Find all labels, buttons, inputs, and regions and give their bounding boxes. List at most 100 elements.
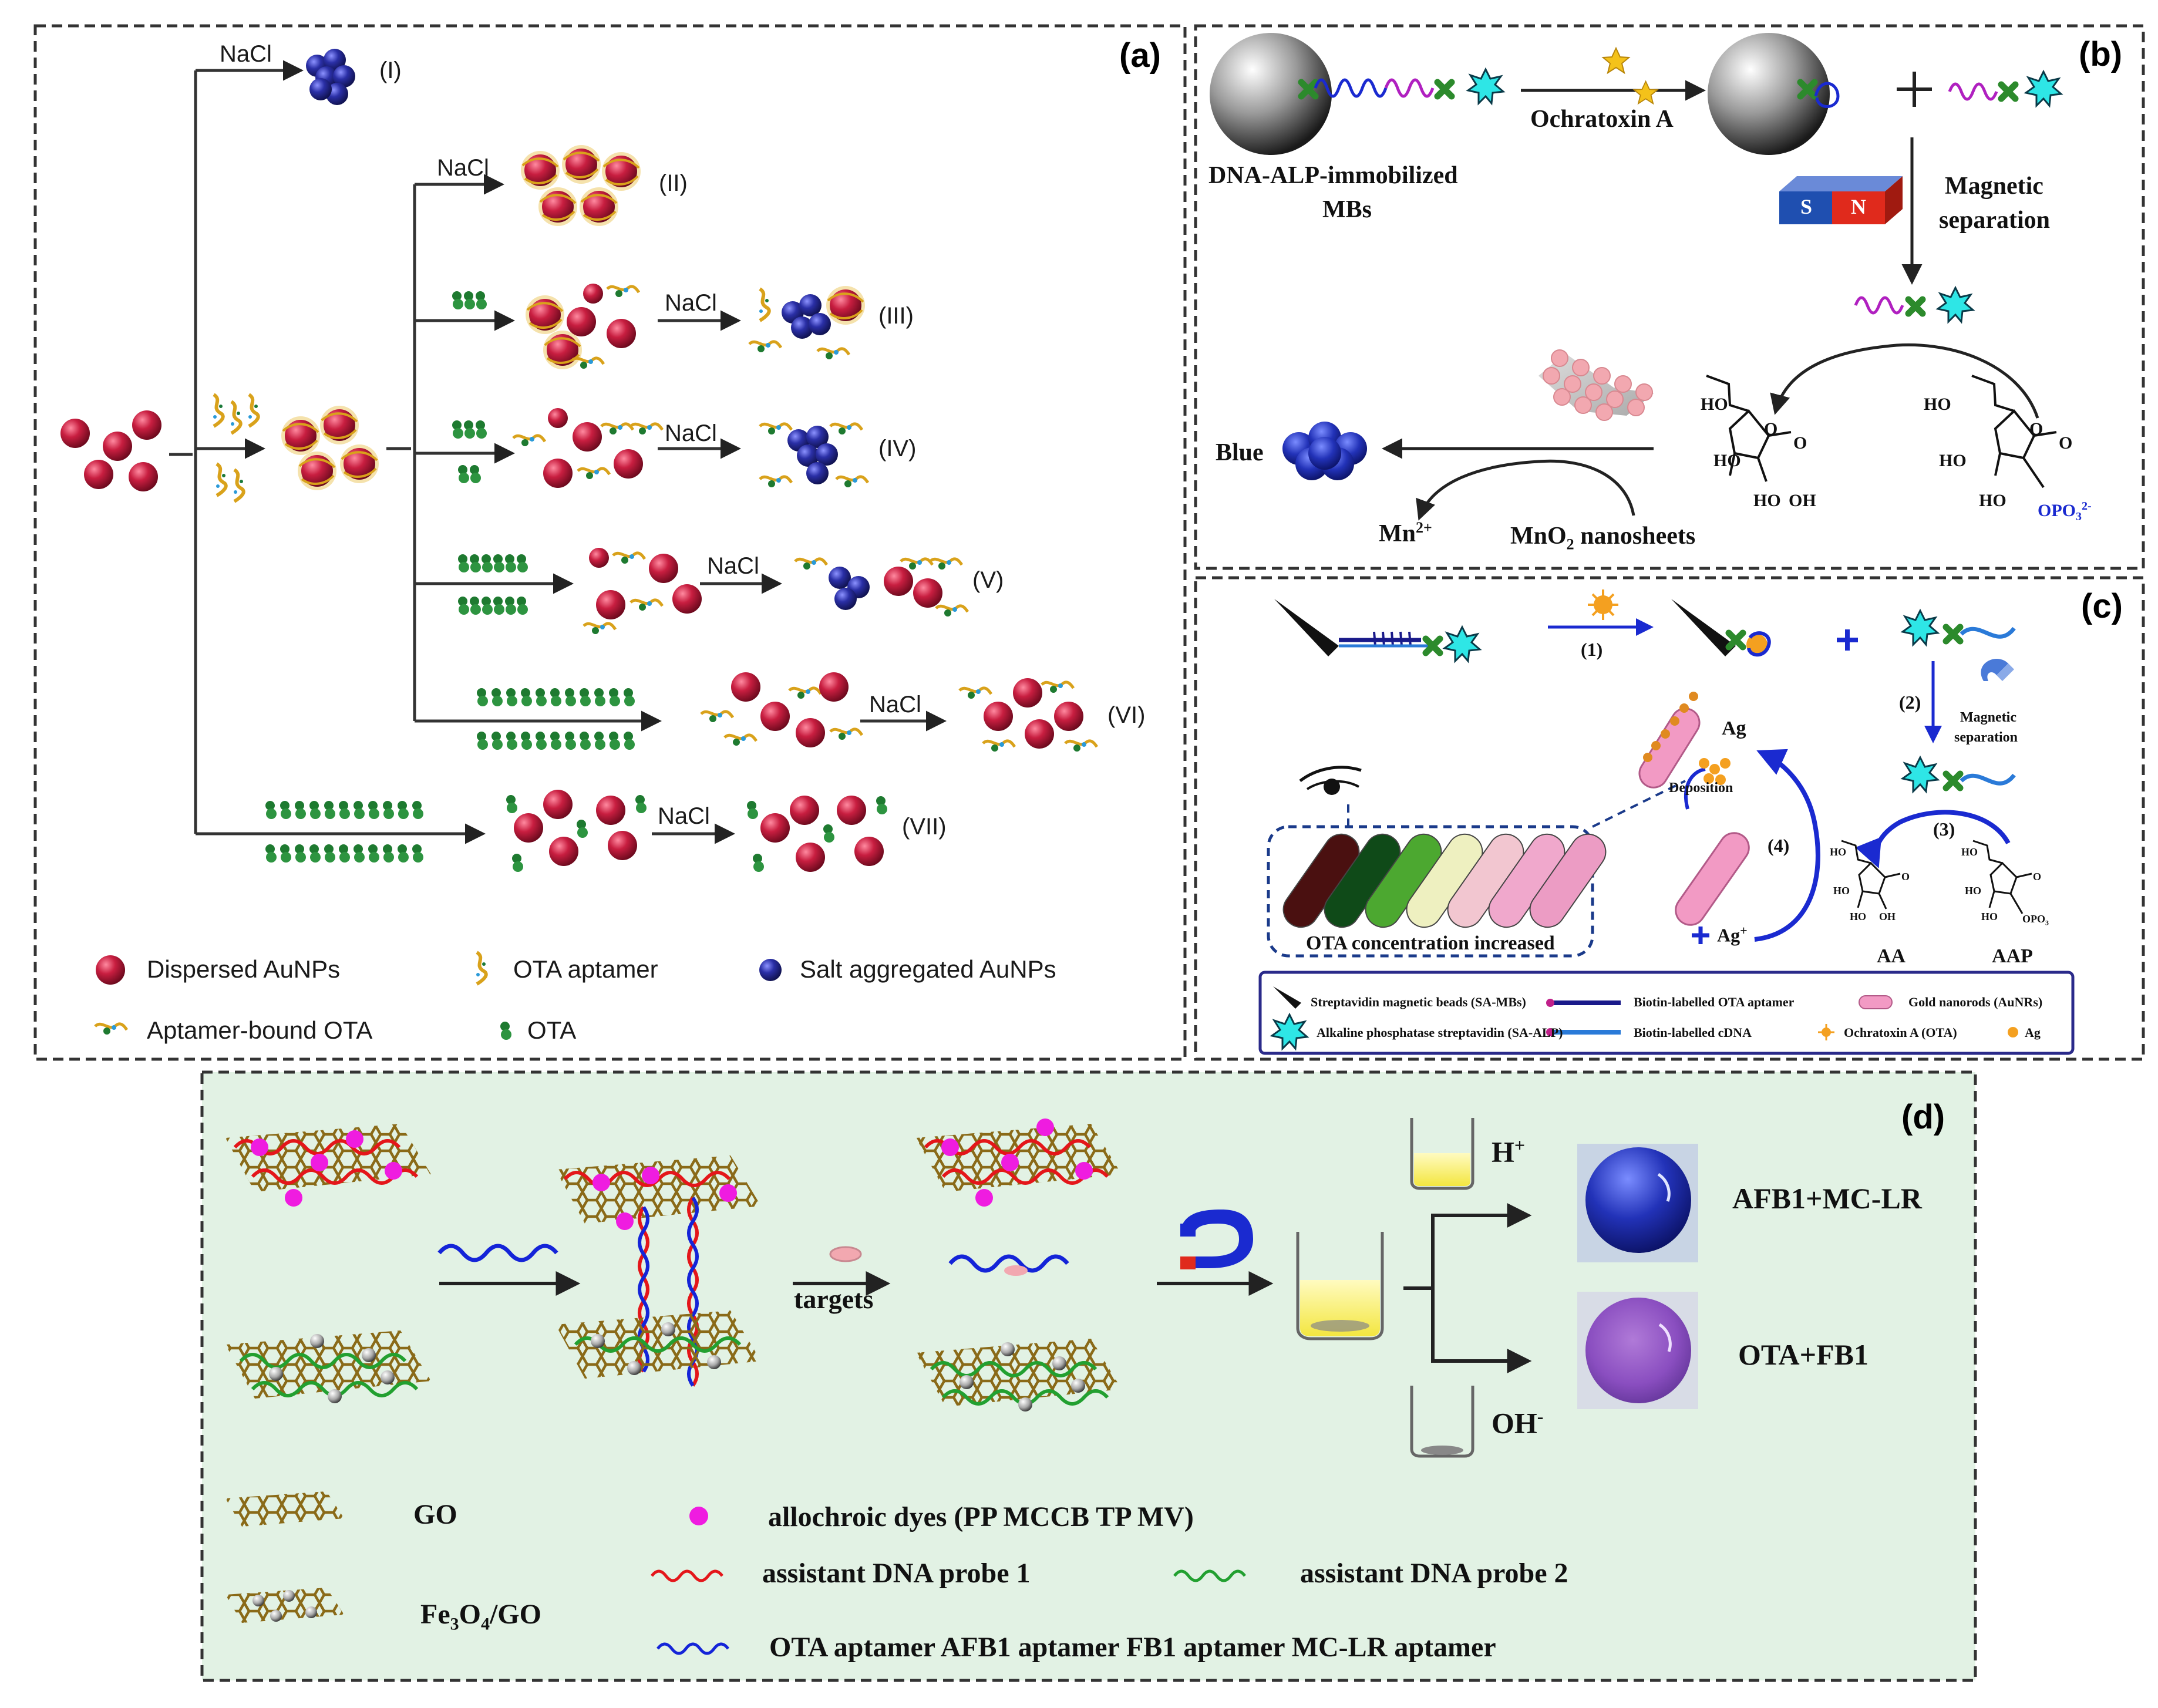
panel-d-label: (d) xyxy=(1901,1098,1945,1136)
step-1: (1) xyxy=(1581,639,1603,660)
panel-a-dispersed-aunps xyxy=(60,410,161,491)
chem-o: O xyxy=(1764,419,1778,439)
nanorod-7 xyxy=(1529,833,1607,928)
panel-d-art xyxy=(200,1070,1977,1682)
result-ota-fb1: OTA+FB1 xyxy=(1738,1338,1869,1371)
ochratoxin-label: Ochratoxin A xyxy=(1530,106,1674,133)
panel-a-art xyxy=(33,24,1187,1061)
chem-o: O xyxy=(1901,871,1910,882)
chem-ho: HO xyxy=(1979,491,2006,510)
ag-label: Ag xyxy=(1722,717,1746,739)
magnetic-separation-c-line2: separation xyxy=(1954,730,2018,745)
aa-label: AA xyxy=(1877,945,1906,967)
chem-ho: HO xyxy=(1981,911,1998,922)
panel-a-aggregate-i xyxy=(306,49,355,105)
panel-c-art xyxy=(1194,576,2145,1061)
mno2-label: MnO2 nanosheets xyxy=(1510,523,1696,553)
panel-a-label: (a) xyxy=(1119,36,1161,75)
panel-a-coated-aunps xyxy=(280,405,380,491)
nacl-label: NaCl xyxy=(658,803,710,829)
legend-salt-aggregated: Salt aggregated AuNPs xyxy=(800,955,1056,983)
legend-probe-2: assistant DNA probe 2 xyxy=(1300,1558,1568,1589)
chem-ho: HO xyxy=(1830,846,1847,858)
step-2: (2) xyxy=(1899,692,1921,713)
targets-label: targets xyxy=(794,1284,874,1314)
beaker-main xyxy=(1296,1232,1384,1340)
chem-ho: HO xyxy=(1939,451,1967,470)
deposition-label: Deposition xyxy=(1669,780,1733,796)
roman-i: (I) xyxy=(379,58,402,83)
legend-aptamer-bound-ota: Aptamer-bound OTA xyxy=(147,1016,373,1044)
sa-mb-cone-1 xyxy=(1274,599,1339,656)
aap-structure-b xyxy=(1971,375,2057,489)
blue-label: Blue xyxy=(1216,439,1264,466)
horseshoe-magnet xyxy=(1180,1210,1253,1269)
target-icon xyxy=(829,1246,862,1262)
legend-sa-mbs: Streptavidin magnetic beads (SA-MBs) xyxy=(1311,995,1526,1009)
beaker-base xyxy=(1410,1386,1474,1458)
roman-iii: (III) xyxy=(878,303,914,329)
mno2-nanosheet xyxy=(1538,349,1654,421)
magnet-icon-c xyxy=(1981,658,2014,681)
eye-icon xyxy=(1299,766,1362,795)
magnetic-separation-line2: separation xyxy=(1939,207,2050,234)
oh-minus-label: OH- xyxy=(1492,1406,1544,1440)
nacl-label: NaCl xyxy=(220,41,272,67)
photo-ota-fb1 xyxy=(1577,1292,1698,1409)
mbs-label-line2: MBs xyxy=(1322,196,1372,223)
roman-vi: (VI) xyxy=(1107,702,1146,728)
chem-ho: HO xyxy=(1701,395,1728,414)
panel-b-art xyxy=(1194,24,2145,570)
nacl-label: NaCl xyxy=(437,155,489,181)
aap-structure-c xyxy=(1972,840,2032,914)
panel-c-legend-box xyxy=(1258,971,2075,1055)
magnet-n: N xyxy=(1851,195,1866,218)
aap-label: AAP xyxy=(1992,945,2033,967)
ag-plus-label: Ag+ xyxy=(1717,923,1748,946)
roman-iv: (IV) xyxy=(878,436,917,461)
magnetic-separation-line1: Magnetic xyxy=(1945,173,2043,200)
blue-aggregate-b xyxy=(1282,422,1367,480)
chem-ho: HO xyxy=(1850,911,1867,922)
roman-vii: (VII) xyxy=(902,814,947,840)
chem-ho: HO xyxy=(1753,491,1781,510)
hybrid-complex xyxy=(556,1155,761,1387)
chem-ho: HO xyxy=(1713,451,1741,470)
panel-c-label: (c) xyxy=(2081,587,2123,625)
gold-nanorod-deposition xyxy=(1638,692,1731,789)
legend-ota-aptamer: OTA aptamer xyxy=(513,955,658,983)
nacl-label: NaCl xyxy=(707,553,759,579)
chem-oh: OH xyxy=(1879,911,1896,922)
panel-a-row-iii xyxy=(452,284,866,370)
result-afb1-mclr: AFB1+MC-LR xyxy=(1732,1182,1922,1215)
legend-probe-1: assistant DNA probe 1 xyxy=(762,1558,1031,1589)
nacl-label: NaCl xyxy=(665,290,717,316)
chem-oh: OH xyxy=(1789,491,1816,510)
chem-ho: HO xyxy=(1833,885,1850,897)
chem-opo3: OPO32- xyxy=(2038,500,2092,523)
colorimetric-rod-box xyxy=(1267,825,1594,958)
legend-allochroic-dyes: allochroic dyes (PP MCCB TP MV) xyxy=(768,1501,1194,1532)
nanorod-color-series xyxy=(1282,833,1607,928)
step-3: (3) xyxy=(1933,818,1955,840)
panel-a-cluster-ii xyxy=(520,144,642,227)
magnetic-bead-1 xyxy=(1210,33,1332,155)
roman-ii: (II) xyxy=(659,170,688,196)
ascorbic-acid-structure-b xyxy=(1706,375,1792,482)
chem-ho: HO xyxy=(1924,395,1951,414)
legend-aunrs: Gold nanorods (AuNRs) xyxy=(1908,995,2043,1009)
legend-aptamers: OTA aptamer AFB1 aptamer FB1 aptamer MC-… xyxy=(769,1632,1496,1663)
legend-ota: OTA xyxy=(527,1016,577,1044)
mn-label: Mn2+ xyxy=(1379,519,1432,547)
legend-ag: Ag xyxy=(2025,1025,2041,1040)
panel-b-label: (b) xyxy=(2079,35,2123,73)
h-plus-label: H+ xyxy=(1492,1134,1526,1168)
chem-ho: HO xyxy=(1961,846,1978,858)
roman-v: (V) xyxy=(972,567,1004,593)
legend-biotin-aptamer: Biotin-labelled OTA aptamer xyxy=(1634,995,1795,1009)
fe3o4-go-sheet-1 xyxy=(225,1330,431,1403)
legend-biotin-cdna: Biotin-labelled cDNA xyxy=(1634,1025,1752,1040)
chem-o: O xyxy=(2029,419,2043,439)
